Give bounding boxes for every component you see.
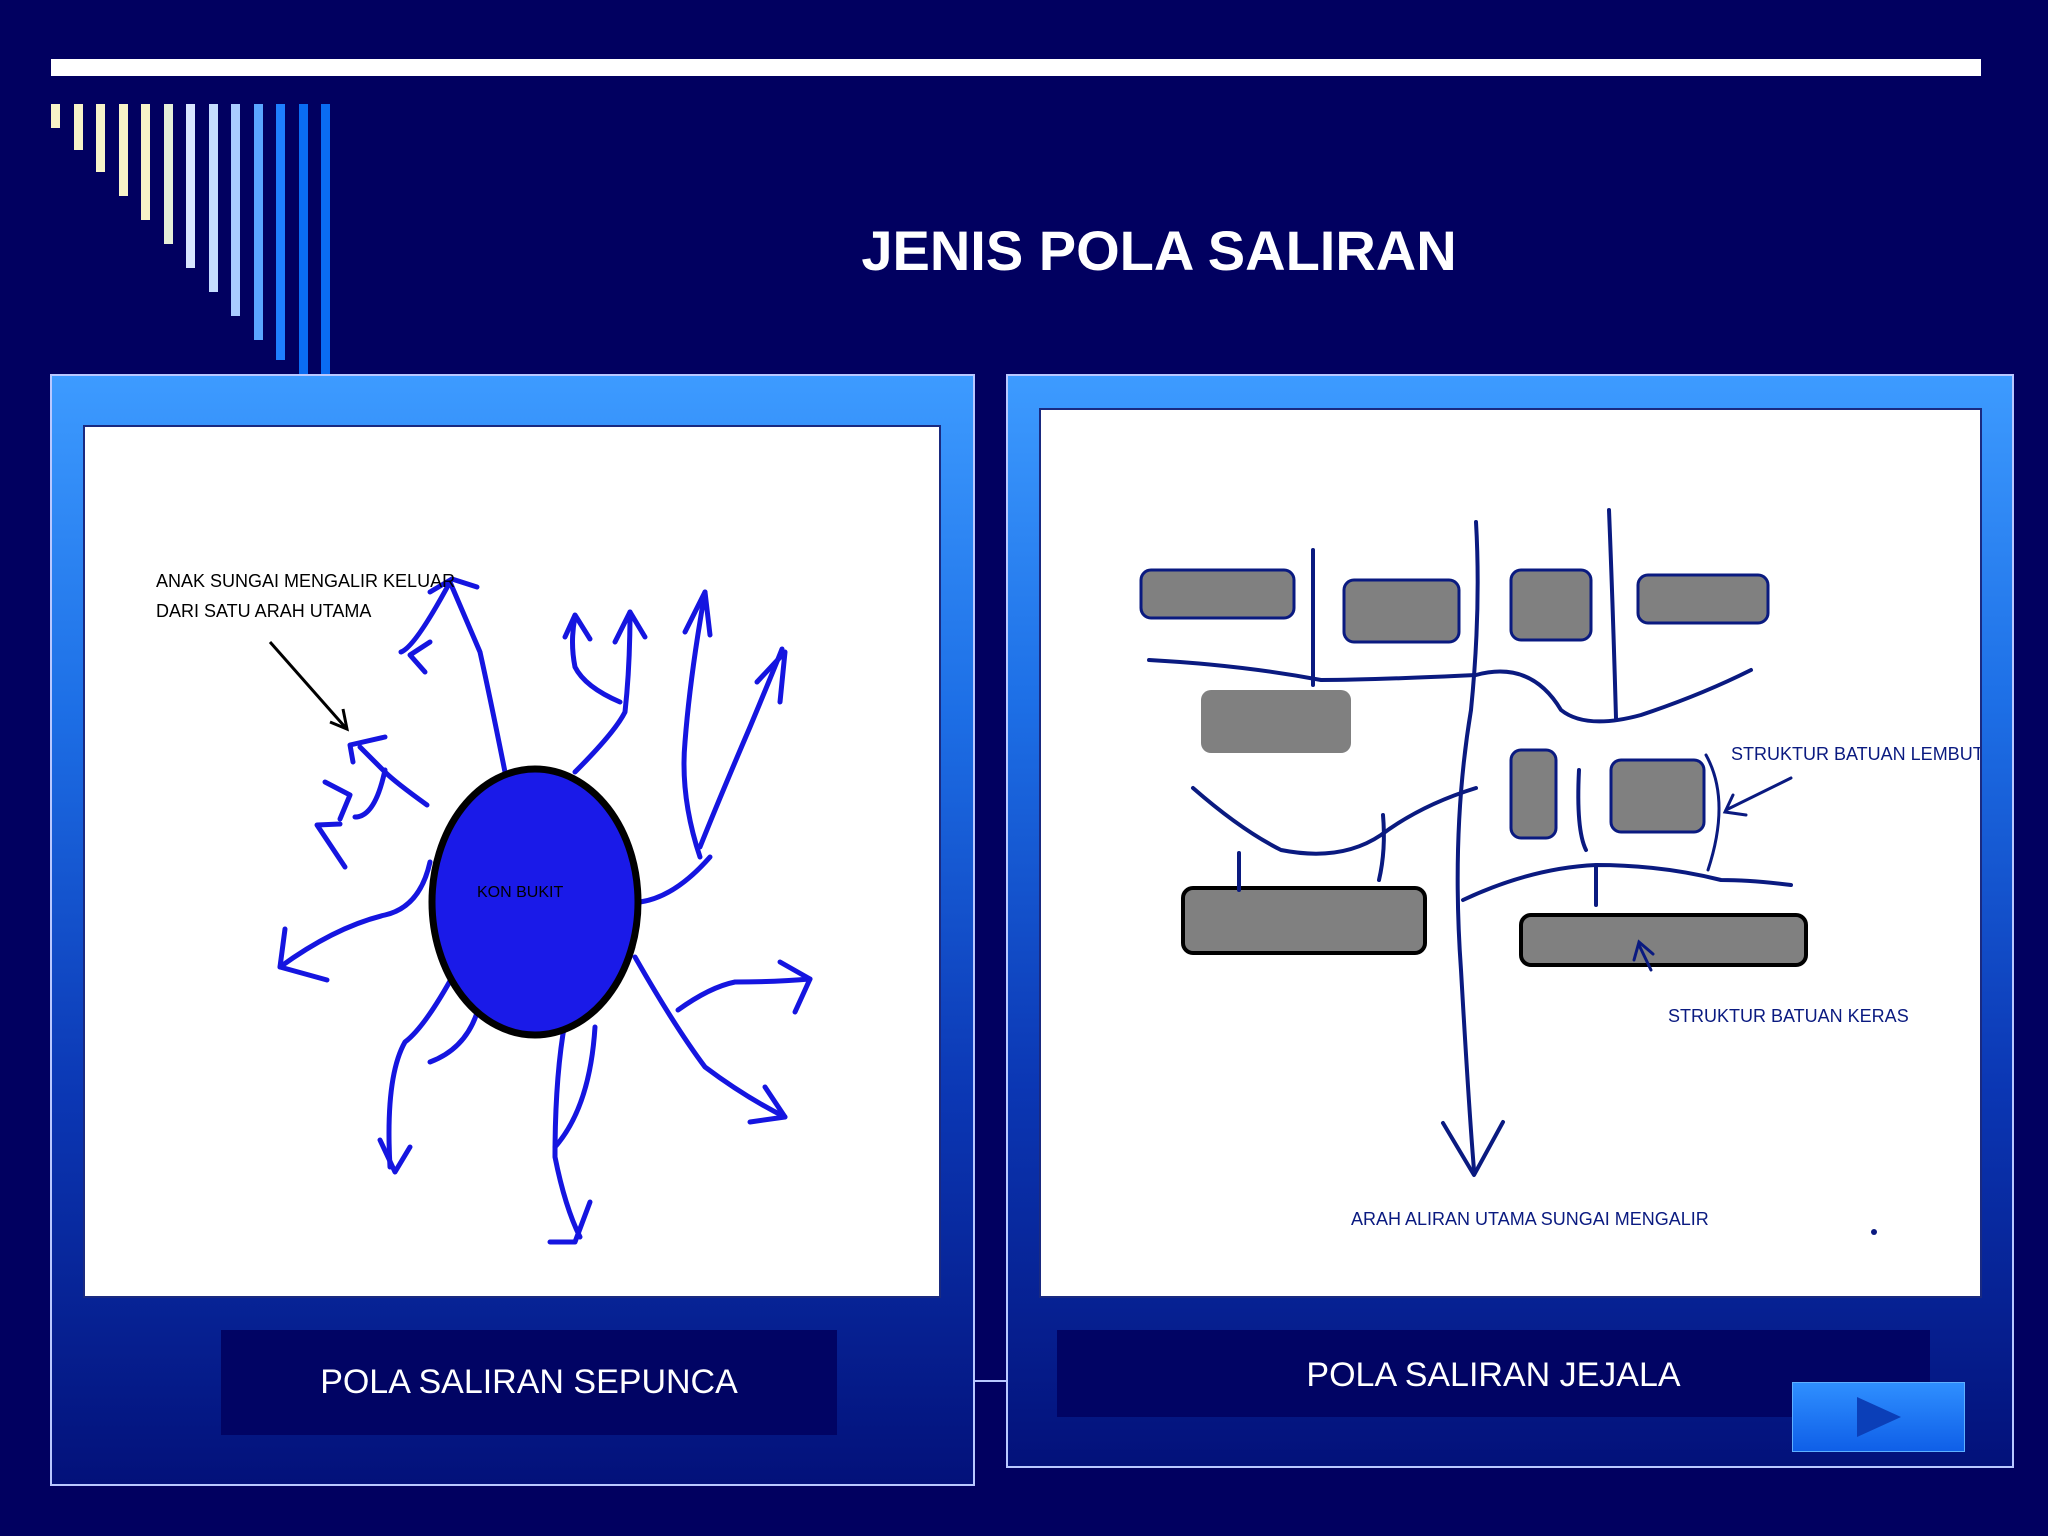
main-river: [1455, 520, 1480, 1172]
arrowhead: [777, 959, 813, 1015]
tributary: [1576, 768, 1588, 852]
decorative-stripe: [163, 104, 173, 244]
arrowhead: [682, 589, 713, 638]
decorative-stripe: [141, 104, 150, 220]
rock-block: [1636, 573, 1770, 625]
caption-trellis: POLA SALIRAN JEJALA: [1057, 1330, 1930, 1417]
bracket: [1704, 753, 1721, 872]
rock-block-hard: [1181, 886, 1427, 955]
arrowhead: [427, 576, 480, 595]
decorative-stripe: [96, 104, 105, 172]
trellis-drainage-diagram: STRUKTUR BATUAN LEMBUT STRUKTUR BATUAN K…: [1039, 408, 1984, 1298]
caption-radial: POLA SALIRAN SEPUNCA: [221, 1330, 837, 1435]
rock-block: [1609, 758, 1706, 834]
arrowhead: [1722, 793, 1748, 817]
decorative-stripe: [51, 104, 60, 128]
arrowhead: [747, 1084, 788, 1125]
tributary: [1607, 508, 1618, 720]
arrowhead: [562, 612, 593, 642]
decorative-stripe: [231, 104, 240, 316]
arrowhead: [329, 708, 350, 732]
arrowhead: [547, 1199, 593, 1245]
tributary: [1461, 863, 1793, 902]
top-divider: [51, 59, 1981, 76]
river-branch: [277, 859, 433, 970]
decorative-stripe: [208, 104, 218, 292]
hard-rock-label: STRUKTUR BATUAN KERAS: [1668, 1006, 1909, 1026]
rock-block: [1342, 578, 1461, 644]
arrowhead: [754, 649, 788, 705]
hill-label: KON BUKIT: [477, 884, 563, 901]
annotation-text-line2: DARI SATU ARAH UTAMA: [156, 601, 371, 621]
soft-rock-label: STRUKTUR BATUAN LEMBUT: [1731, 744, 1980, 764]
trellis-drainage-svg: STRUKTUR BATUAN LEMBUT STRUKTUR BATUAN K…: [1139, 508, 1984, 1235]
rock-block: [1509, 568, 1593, 642]
river-branch: [637, 854, 713, 905]
arrowhead: [1441, 1120, 1505, 1177]
arrowhead: [322, 779, 353, 822]
play-right-icon: [1857, 1397, 1901, 1437]
decorative-stripe: [321, 104, 330, 374]
rock-block: [1201, 690, 1351, 753]
radial-drainage-svg: ANAK SUNGAI MENGALIR KELUAR DARI SATU AR…: [156, 571, 813, 1245]
next-slide-button[interactable]: [1792, 1382, 1965, 1452]
river-branch: [681, 589, 708, 860]
river-branch: [632, 954, 788, 1120]
decorative-stripe: [73, 104, 83, 150]
arrowhead: [612, 609, 648, 645]
pointer-arrow: [1724, 776, 1793, 812]
river-branch: [357, 744, 430, 808]
river-branch: [570, 614, 623, 705]
arrowhead: [407, 639, 433, 675]
arrowhead: [314, 821, 348, 870]
slide-title: JENIS POLA SALIRAN: [861, 219, 1457, 282]
river-branch: [398, 579, 508, 775]
tributary: [1377, 813, 1386, 882]
hill-cone: [428, 765, 642, 1039]
decorative-stripe: [186, 104, 195, 268]
river-branch: [572, 609, 633, 775]
arrowhead: [277, 926, 330, 983]
rock-block: [1139, 568, 1296, 620]
rock-block: [1509, 748, 1558, 840]
river-branch: [552, 1024, 598, 1150]
pointer-arrow: [1637, 943, 1653, 972]
river-branch: [386, 969, 458, 1170]
river-branch: [352, 767, 388, 820]
tributary: [1191, 786, 1478, 856]
decorative-stripe: [276, 104, 285, 360]
arrowhead: [1632, 939, 1655, 962]
arrowhead: [377, 1137, 413, 1175]
river-branch: [552, 1019, 583, 1240]
tributary: [1147, 658, 1753, 724]
main-flow-label: ARAH ALIRAN UTAMA SUNGAI MENGALIR: [1351, 1209, 1709, 1229]
arrowhead: [347, 734, 388, 765]
decorative-stripe: [298, 104, 308, 374]
decorative-stripe: [118, 104, 128, 196]
decorative-stripe: [253, 104, 263, 340]
annotation-arrow: [268, 641, 347, 728]
river-branch: [675, 976, 813, 1013]
panel-connector-line: [975, 1380, 1006, 1382]
radial-drainage-diagram: ANAK SUNGAI MENGALIR KELUAR DARI SATU AR…: [83, 425, 941, 1298]
river-branch: [697, 646, 785, 850]
dot: [1871, 1229, 1877, 1235]
rock-block-hard: [1519, 913, 1808, 967]
annotation-text-line1: ANAK SUNGAI MENGALIR KELUAR: [156, 571, 455, 591]
